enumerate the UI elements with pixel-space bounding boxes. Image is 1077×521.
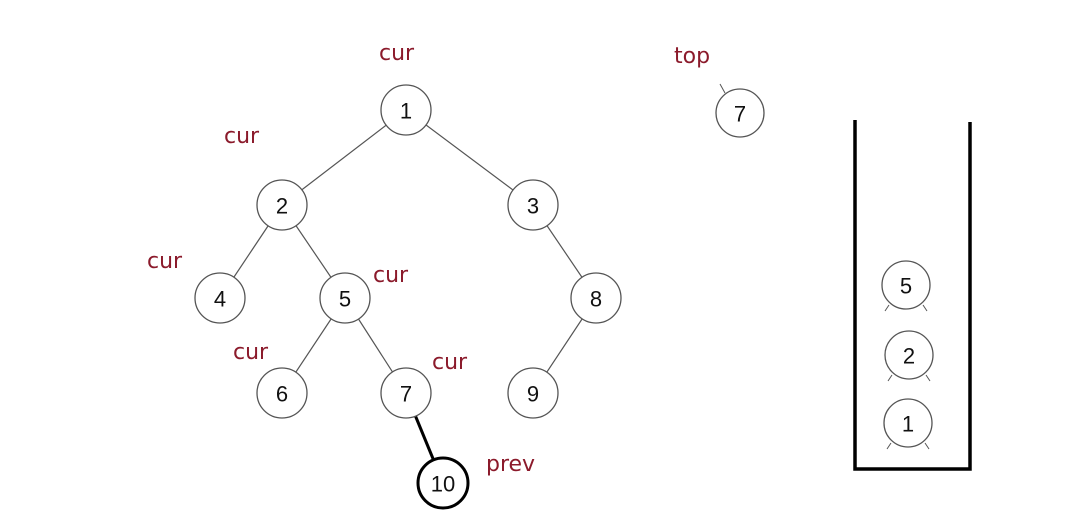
tree-node-3: 3: [507, 179, 559, 231]
node-value: 5: [339, 287, 351, 312]
cur-pointer-label: cur: [224, 124, 260, 149]
node-value: 4: [214, 287, 226, 312]
tree-node-5: 5: [319, 272, 371, 324]
stack-item-value: 2: [903, 344, 915, 369]
top-node-value: 7: [734, 102, 746, 127]
node-value: 8: [590, 287, 602, 312]
cur-pointer-label: cur: [379, 41, 415, 66]
node-value: 7: [400, 382, 412, 407]
tree-edge: [405, 109, 534, 206]
tree-node-8: 8: [570, 272, 622, 324]
stack-item-value: 5: [900, 274, 912, 299]
tree-edge: [281, 109, 407, 206]
stack-item-2: 2: [884, 330, 934, 382]
node-value: 2: [276, 194, 288, 219]
cur-pointer-label: cur: [147, 249, 183, 274]
node-value: 10: [431, 472, 455, 497]
node-value: 1: [400, 99, 412, 124]
prev-pointer-label: prev: [486, 452, 535, 477]
tree-node-10: 10: [416, 456, 470, 510]
cur-pointer-label: cur: [432, 350, 468, 375]
cur-pointer-label: cur: [233, 340, 269, 365]
top-node: 7: [715, 83, 765, 138]
stack-item-5: 5: [881, 260, 931, 312]
stack-item-value: 1: [902, 412, 914, 437]
tree-node-7: 7: [380, 367, 432, 419]
tree-node-1: 1: [380, 84, 432, 136]
stack: [853, 120, 972, 471]
stack-container: [853, 120, 972, 471]
tree-node-2: 2: [256, 179, 308, 231]
stack-item-1: 1: [883, 398, 933, 450]
node-value: 9: [527, 382, 539, 407]
top-label: top: [674, 44, 710, 69]
tree-node-6: 6: [256, 367, 308, 419]
node-value: 3: [527, 194, 539, 219]
cur-pointer-label: cur: [373, 263, 409, 288]
tree-node-9: 9: [507, 367, 559, 419]
tree-node-4: 4: [194, 272, 246, 324]
node-value: 6: [276, 382, 288, 407]
